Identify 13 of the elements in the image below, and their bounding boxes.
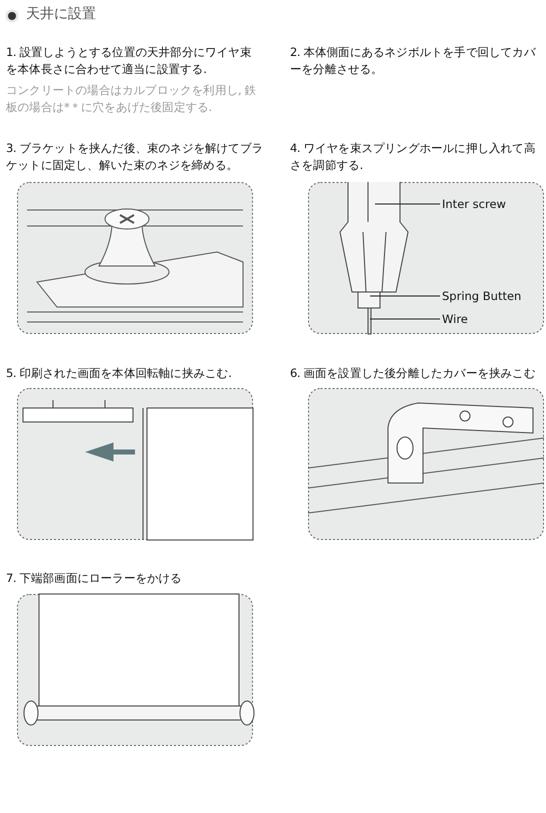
step-text: 4. ワイヤを束スプリングホールに押し入れて高さを調節する. [290,140,536,174]
leader-line [370,318,440,320]
callout-label: Wire [442,312,468,326]
note-text: コンクリートの場合はカルブロックを利用し, 鉄板の場合は*＊に穴をあげた後固定する. [6,82,258,116]
callout-label: Spring Butten [442,289,522,303]
step-text: 7. 下端部画面にローラーをかける [6,570,183,587]
section-title: 天井に設置 [26,5,96,23]
step-text: 1. 設置しようとする位置の天井部分にワイヤ束を本体長さに合わせて適当に設置する. [6,44,252,78]
callout-label: Inter screw [442,197,506,211]
step-text: 5. 印刷された画面を本体回転軸に挟みこむ. [6,365,232,382]
step-text: 3. ブラケットを挟んだ後、束のネジを解けてブラケットに固定し、解いた束のネジを締める。 [6,140,264,174]
step-text: 6. 画面を設置した後分離したカバーを挟みこむ [290,365,536,382]
step-text: 2. 本体側面にあるネジボルトを手で回してカバーを分離させる。 [290,44,537,78]
